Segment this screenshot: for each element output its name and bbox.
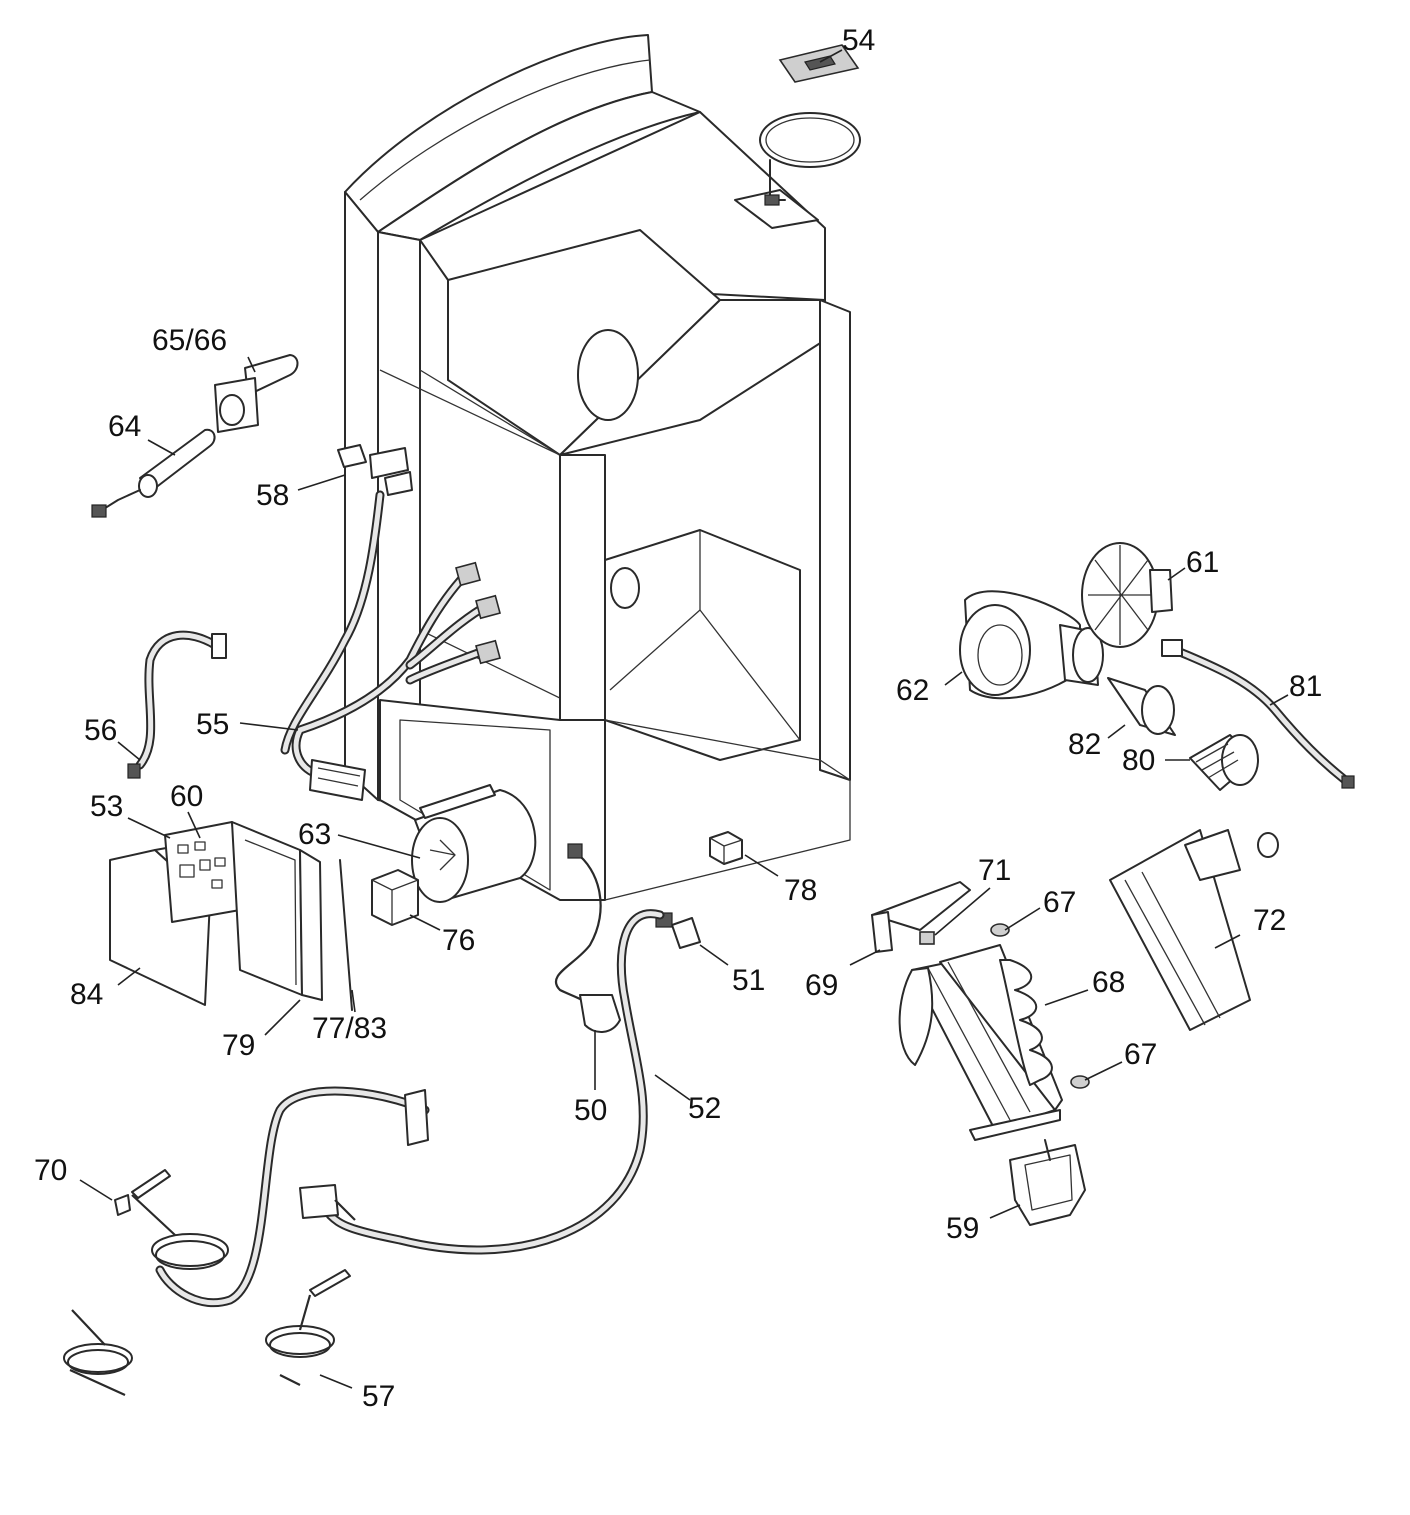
label-80: 80	[1122, 744, 1155, 777]
part-60-control-board	[164, 811, 241, 923]
label-59: 59	[946, 1212, 979, 1245]
part-82-adapter-sleeve	[1107, 677, 1176, 739]
label-78: 78	[784, 874, 817, 907]
label-77-83: 77/83	[312, 1012, 387, 1045]
part-58-wiring-harness	[280, 444, 413, 755]
part-56-sensor-cable	[117, 630, 227, 779]
part-52-power-cord	[325, 909, 691, 1255]
label-57: 57	[362, 1380, 395, 1413]
part-77-83-fuse-holder	[339, 859, 356, 1013]
part-65-66-igniter-sleeve	[214, 354, 299, 433]
label-60: 60	[170, 780, 203, 813]
label-61: 61	[1186, 546, 1219, 579]
label-65-66: 65/66	[152, 324, 227, 357]
label-69: 69	[805, 969, 838, 1002]
label-67-bottom: 67	[1124, 1038, 1157, 1071]
label-56: 56	[84, 714, 117, 747]
label-55: 55	[196, 708, 229, 741]
label-71: 71	[978, 854, 1011, 887]
label-53: 53	[90, 790, 123, 823]
callout-labels: 54 65/66 64 58 61 62 81 82 80 56 55 53 6…	[34, 24, 1322, 1413]
part-63-combustion-fan	[337, 784, 537, 903]
label-51: 51	[732, 964, 765, 997]
part-72-cover-plate	[1109, 829, 1279, 1031]
part-64-igniter	[91, 428, 216, 518]
part-51-main-switch	[655, 912, 729, 966]
part-57-temperature-probes	[63, 1086, 430, 1397]
label-76: 76	[442, 924, 475, 957]
part-50-mains-plug	[554, 843, 621, 1090]
part-54-display-ring	[759, 44, 861, 206]
part-80-filter-cylinder	[1165, 734, 1259, 791]
part-68-auger-screw	[999, 959, 1089, 1086]
stove-body	[344, 34, 851, 901]
label-79: 79	[222, 1029, 255, 1062]
part-70-clip	[79, 1179, 131, 1216]
label-54: 54	[842, 24, 875, 57]
part-53-pressure-switch	[127, 817, 171, 839]
label-68: 68	[1092, 966, 1125, 999]
label-50: 50	[574, 1094, 607, 1127]
part-62-exhaust-fan	[944, 590, 1104, 700]
part-61-fan-motor	[1081, 542, 1186, 648]
part-76-capacitor-box	[371, 869, 441, 931]
part-71-bushing	[919, 887, 991, 945]
label-67-top: 67	[1043, 886, 1076, 919]
label-58: 58	[256, 479, 289, 512]
label-52: 52	[688, 1092, 721, 1125]
part-78-thermal-fuse	[709, 831, 779, 877]
label-81: 81	[1289, 670, 1322, 703]
label-64: 64	[108, 410, 141, 443]
label-70: 70	[34, 1154, 67, 1187]
label-82: 82	[1068, 728, 1101, 761]
part-79-mounting-bracket	[231, 821, 323, 1036]
part-59-auger-motor	[989, 1139, 1086, 1226]
label-72: 72	[1253, 904, 1286, 937]
part-81-fan-cable	[1161, 639, 1355, 789]
label-62: 62	[896, 674, 929, 707]
part-55-wire-loom	[239, 561, 501, 801]
label-84: 84	[70, 978, 103, 1011]
part-69-bracket	[849, 881, 971, 966]
label-63: 63	[298, 818, 331, 851]
part-67-bearings	[990, 907, 1123, 1089]
